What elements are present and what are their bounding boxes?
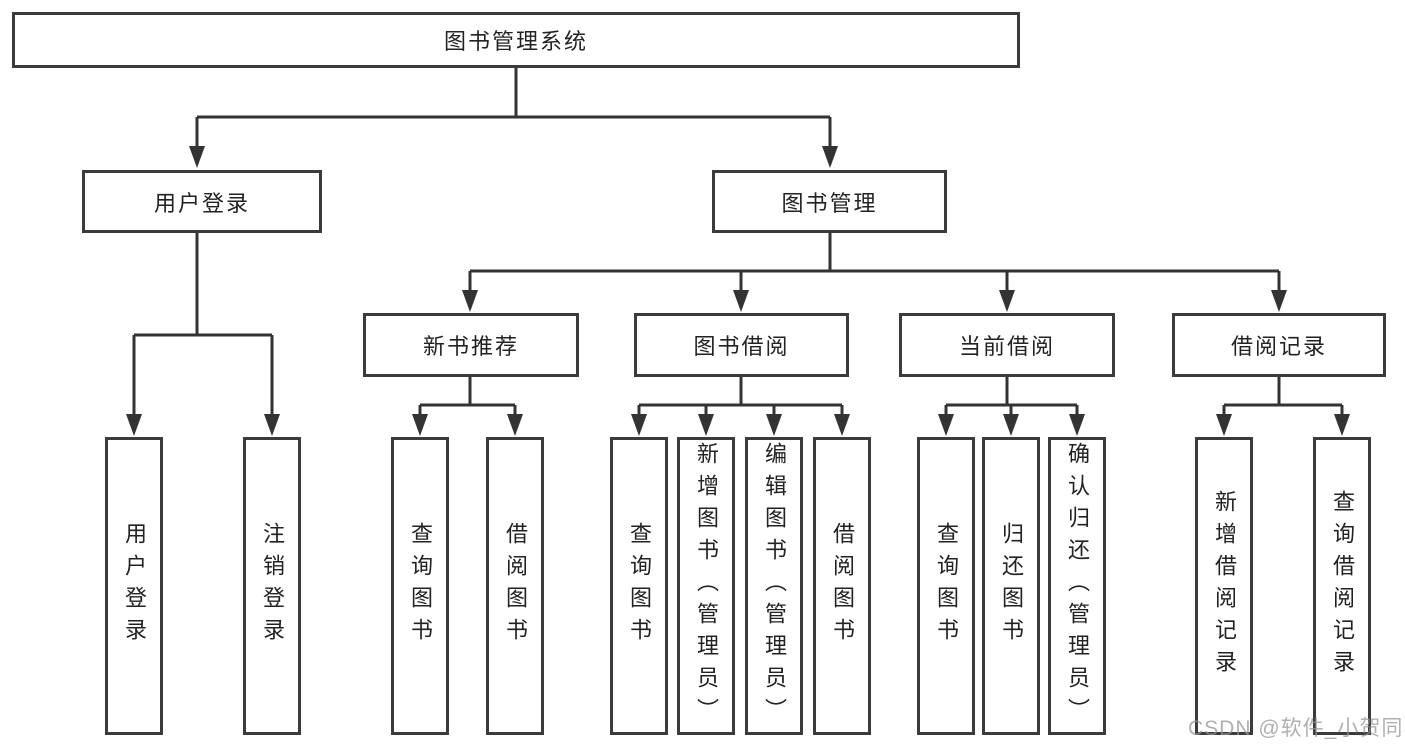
node-new-book-recommend: 新书推荐	[363, 313, 579, 377]
node-label: 图书管理系统	[443, 29, 588, 54]
leaf-query-books-2: 查询图书	[610, 437, 668, 735]
node-label: 查询图书	[934, 522, 959, 650]
node-label: 查询图书	[627, 522, 652, 650]
node-label: 查询图书	[408, 522, 433, 650]
leaf-logout: 注销登录	[243, 437, 301, 735]
edge-root-to-level2	[189, 68, 838, 168]
node-label: 归还图书	[999, 522, 1024, 650]
node-label: 图书管理	[781, 190, 878, 216]
node-label: 用户登录	[153, 190, 250, 216]
node-book-borrowing: 图书借阅	[634, 313, 849, 377]
node-library-system: 图书管理系统	[12, 12, 1020, 68]
leaf-user-login: 用户登录	[105, 437, 163, 735]
node-label: 确认归还（管理员）	[1065, 442, 1090, 730]
node-label: 新书推荐	[422, 334, 519, 359]
node-label: 新增借阅记录	[1212, 490, 1237, 682]
csdn-watermark: CSDN @软件_小贺同学	[1188, 717, 1405, 740]
node-label: 新增图书（管理员）	[694, 442, 719, 730]
node-label: 查询借阅记录	[1330, 490, 1355, 682]
edge-new-books-to-leaves	[412, 377, 523, 436]
edge-user-login-to-leaves	[126, 233, 280, 436]
leaf-borrow-books-2: 借阅图书	[813, 437, 871, 735]
node-label: 用户登录	[122, 522, 147, 650]
node-label: 借阅图书	[503, 522, 528, 650]
leaf-add-borrow-record: 新增借阅记录	[1195, 437, 1253, 735]
edge-book-borrow-to-leaves	[631, 377, 850, 436]
node-label: 借阅记录	[1230, 334, 1327, 359]
leaf-add-books-admin: 新增图书（管理员）	[677, 437, 735, 735]
node-label: 编辑图书（管理员）	[762, 442, 787, 730]
leaf-return-books: 归还图书	[982, 437, 1040, 735]
leaf-query-books-1: 查询图书	[391, 437, 449, 735]
node-book-management: 图书管理	[712, 170, 947, 233]
edge-borrow-records-to-leaves	[1216, 377, 1350, 436]
node-label: 注销登录	[260, 522, 285, 650]
leaf-query-books-3: 查询图书	[917, 437, 975, 735]
leaf-edit-books-admin: 编辑图书（管理员）	[745, 437, 803, 735]
node-label: 图书借阅	[693, 334, 790, 359]
leaf-query-borrow-record: 查询借阅记录	[1313, 437, 1371, 735]
node-borrow-records: 借阅记录	[1172, 313, 1386, 377]
node-label: 当前借阅	[958, 334, 1055, 359]
leaf-confirm-return-admin: 确认归还（管理员）	[1048, 437, 1106, 735]
edge-book-mgmt-to-level3	[462, 233, 1287, 312]
leaf-borrow-books-1: 借阅图书	[486, 437, 544, 735]
node-label: 借阅图书	[830, 522, 855, 650]
node-user-login: 用户登录	[82, 170, 322, 233]
edge-current-borrow-to-leaves	[938, 377, 1085, 436]
node-current-borrowing: 当前借阅	[899, 313, 1115, 377]
